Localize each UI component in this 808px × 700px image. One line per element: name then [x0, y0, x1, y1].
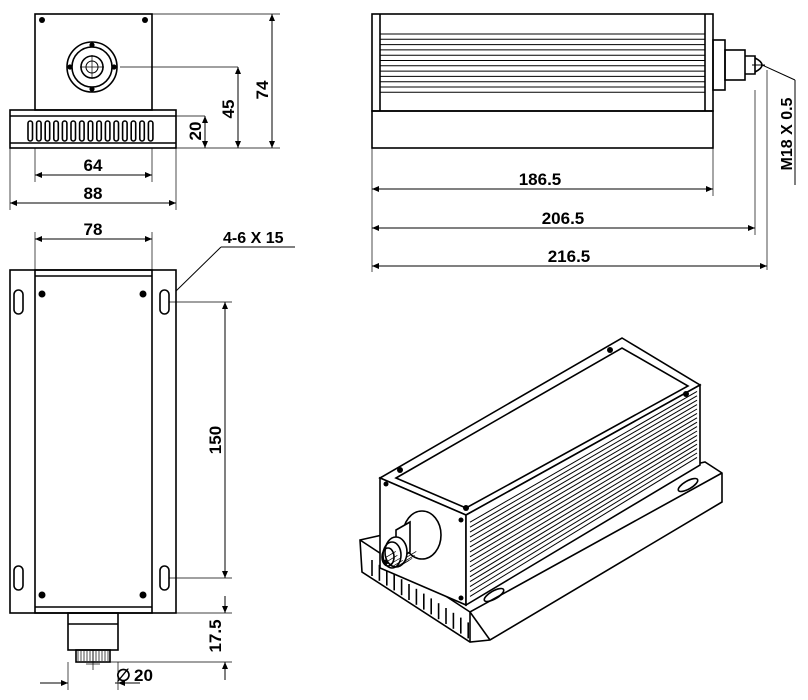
dim-45: 45	[219, 100, 238, 119]
fin	[139, 120, 146, 142]
drawing-line	[387, 555, 398, 562]
drawing-line	[469, 434, 698, 573]
fin	[52, 120, 60, 142]
dim-diameter-20: 20	[134, 666, 153, 685]
fin	[70, 120, 77, 142]
drawing-line	[404, 555, 415, 562]
drawing-line	[392, 560, 403, 567]
fin	[87, 120, 94, 142]
drawing-line	[469, 430, 698, 568]
dim-88: 88	[84, 184, 103, 203]
side-connector	[712, 39, 765, 91]
drawing-line	[406, 551, 417, 558]
dim-74: 74	[253, 80, 272, 99]
front-aperture	[66, 41, 118, 93]
fin	[96, 120, 103, 142]
drawing-line	[469, 452, 698, 592]
mount-slots	[13, 289, 170, 591]
dim-150: 150	[206, 426, 225, 454]
drawing-line	[389, 558, 400, 565]
iso-aperture	[381, 510, 442, 569]
dim-20: 20	[186, 122, 205, 141]
side-cooling-fins	[380, 33, 705, 93]
dim-216-5: 216.5	[548, 247, 591, 266]
side-view: 186.5 206.5 216.5 M18 X 0.5	[371, 13, 796, 272]
drawing-line	[469, 395, 698, 528]
top-view: 78 4-6 X 15 150 17.5 ∅ 20	[9, 220, 295, 690]
drawing-line	[469, 390, 698, 523]
dim-78: 78	[84, 220, 103, 239]
thread-spec-label: M18 X 0.5	[779, 97, 796, 170]
front-heatsink-base	[9, 109, 177, 149]
front-view: 74 45 20 64 88	[9, 13, 280, 210]
fin	[104, 120, 111, 142]
drawing-line	[469, 408, 698, 543]
drawing-line	[469, 426, 698, 563]
fin	[61, 120, 68, 142]
dim-186-5: 186.5	[519, 170, 562, 189]
drawing-line	[469, 421, 698, 558]
dim-206-5: 206.5	[542, 209, 585, 228]
drawing-line	[469, 399, 698, 533]
drawing-line	[469, 404, 698, 538]
drawing-line	[469, 417, 698, 553]
drawing-line	[402, 558, 413, 565]
drawing-line	[469, 412, 698, 548]
isometric-view	[359, 337, 723, 643]
fin	[130, 120, 137, 142]
drawing-line	[469, 439, 698, 578]
fin	[78, 120, 85, 142]
iso-side-fins	[469, 390, 698, 597]
fin	[121, 120, 128, 142]
fin	[35, 120, 42, 142]
fin	[147, 120, 154, 142]
fin	[113, 120, 120, 142]
dim-64: 64	[84, 156, 103, 175]
top-aperture-flange	[67, 612, 119, 670]
drawing-line	[469, 456, 698, 597]
diameter-symbol: ∅	[116, 666, 131, 685]
drawing-line	[385, 551, 396, 558]
fin	[44, 120, 51, 142]
drawing-line	[469, 448, 698, 587]
fin	[27, 120, 34, 142]
mount-holes-label: 4-6 X 15	[223, 230, 284, 247]
drawing-line	[469, 443, 698, 583]
drawing-line	[395, 560, 407, 568]
dim-17-5: 17.5	[206, 619, 225, 652]
